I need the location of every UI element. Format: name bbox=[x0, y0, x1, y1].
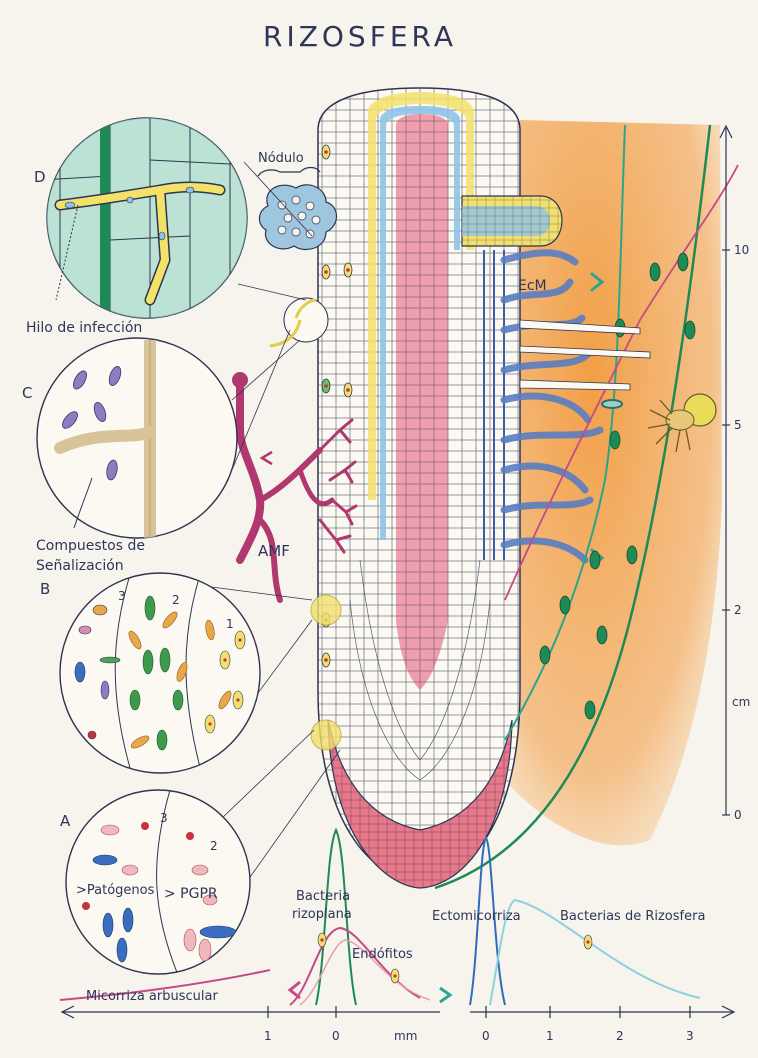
micorriza-label: Micorriza arbuscular bbox=[86, 989, 218, 1004]
cm-bottom-tick-0: 0 bbox=[482, 1029, 490, 1043]
panel-d-letter: D bbox=[34, 168, 46, 186]
panel-a-zone-3: 3 bbox=[160, 811, 168, 825]
compuestos-label-1: Compuestos de bbox=[36, 538, 145, 554]
amf-spore bbox=[232, 372, 248, 388]
bact-rizoplana-label-1: Bacteria bbox=[296, 889, 350, 904]
page-title: RIZOSFERA bbox=[263, 20, 457, 53]
cm-tick-5: 5 bbox=[734, 418, 742, 432]
bacterias-rizosfera-label: Bacterias de Rizosfera bbox=[560, 909, 705, 924]
panel-a: A 3 2 >Patógenos > PGPR bbox=[60, 790, 250, 975]
panel-a-zone-2: 2 bbox=[210, 839, 218, 853]
panel-b-zone-1: 1 bbox=[226, 617, 234, 631]
endofitos-label: Endófitos bbox=[352, 947, 413, 962]
panel-d: D bbox=[34, 110, 260, 330]
springtail-icon bbox=[602, 400, 622, 408]
cm-unit-label: cm bbox=[732, 695, 750, 709]
cm-bottom-tick-1: 1 bbox=[546, 1029, 554, 1043]
bact-rizoplana-label-2: rizoplana bbox=[292, 907, 352, 922]
pgpr-label: > PGPR bbox=[164, 886, 218, 902]
panel-a-letter: A bbox=[60, 812, 71, 830]
ectomicorriza-label: Ectomicorriza bbox=[432, 909, 521, 924]
micorriza-arrow bbox=[290, 982, 300, 998]
mm-tick-1: 1 bbox=[264, 1029, 272, 1043]
cm-bottom-tick-3: 3 bbox=[686, 1029, 694, 1043]
nodule bbox=[259, 185, 336, 250]
panel-c: C bbox=[22, 338, 237, 540]
amf-arrow bbox=[262, 452, 272, 464]
mm-tick-0: 0 bbox=[332, 1029, 340, 1043]
cm-tick-2: 2 bbox=[734, 603, 742, 617]
panel-b-letter: B bbox=[40, 580, 50, 598]
compuestos-label-2: Señalización bbox=[36, 558, 124, 574]
cm-bottom-tick-2: 2 bbox=[616, 1029, 624, 1043]
panel-b: B 3 2 1 bbox=[40, 573, 260, 775]
zoom-marker-a bbox=[311, 720, 341, 750]
panel-c-letter: C bbox=[22, 384, 32, 402]
panel-b-zone-2: 2 bbox=[172, 593, 180, 607]
lateral-root bbox=[462, 196, 562, 246]
mm-unit-label: mm bbox=[394, 1029, 417, 1043]
nodule-label: Nódulo bbox=[258, 151, 304, 166]
hilo-label: Hilo de infección bbox=[26, 320, 142, 336]
patogenos-label: >Patógenos bbox=[76, 883, 155, 898]
ecm-label: EcM bbox=[518, 278, 547, 294]
cm-tick-0: 0 bbox=[734, 808, 742, 822]
cm-tick-10: 10 bbox=[734, 243, 749, 257]
ectomicorriza-arrow bbox=[440, 988, 450, 1002]
zoom-marker-b bbox=[311, 595, 341, 625]
mm-axis bbox=[62, 1006, 734, 1018]
panel-b-zone-3: 3 bbox=[118, 589, 126, 603]
amf-label: AMF bbox=[258, 542, 290, 560]
